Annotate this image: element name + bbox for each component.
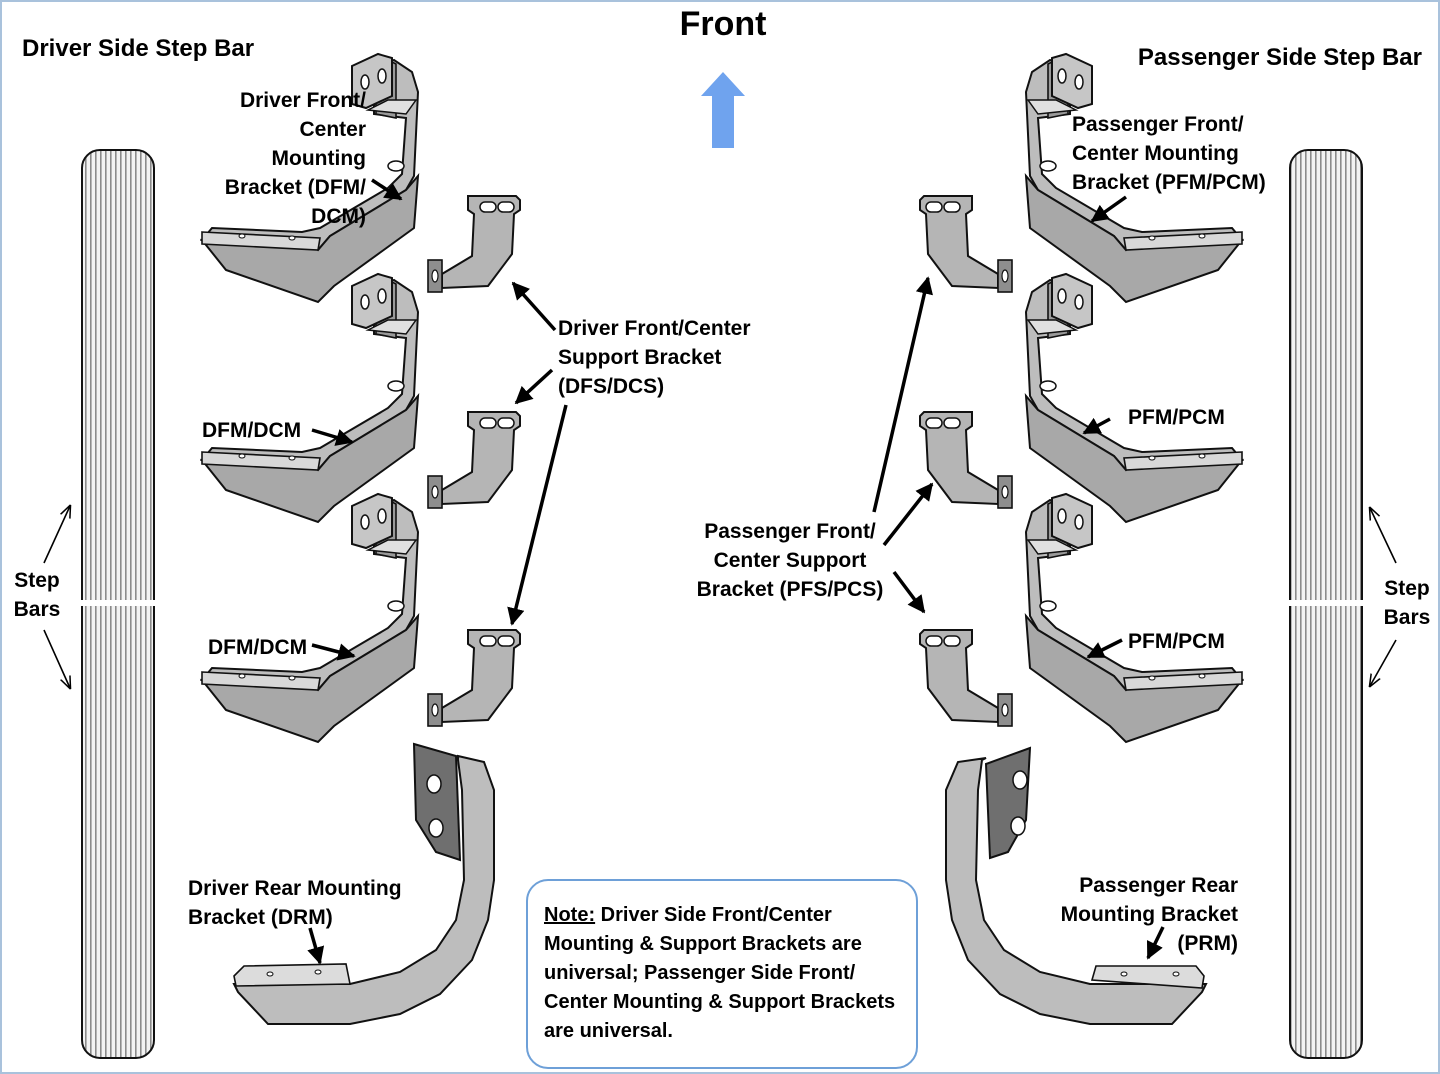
passenger-rear-mount-bracket	[945, 746, 1208, 1025]
note-text: Driver Side Front/Center Mounting & Supp…	[544, 904, 896, 1042]
driver-center-support-bracket-1	[427, 411, 521, 509]
pfm-pcm-label-3: PFM/PCM	[1128, 630, 1225, 653]
driver-center-support-bracket-2	[427, 629, 521, 727]
driver-center-mount-bracket-2	[201, 493, 419, 743]
driver-rear-mount-bracket	[232, 742, 495, 1025]
note-box: Note: Driver Side Front/Center Mounting …	[526, 879, 918, 1069]
dfm-dcm-label-3: DFM/DCM	[208, 636, 308, 659]
driver-support-label: Driver Front/Center Support Bracket (DFS…	[558, 317, 751, 398]
step-bars-label-left: Step Bars	[13, 569, 61, 621]
passenger-support-label: Passenger Front/ Center Support Bracket …	[696, 520, 884, 601]
passenger-step-bar	[1284, 149, 1368, 1059]
driver-rear-label: Driver Rear Mounting Bracket (DRM)	[188, 877, 402, 929]
note-prefix: Note:	[544, 904, 596, 926]
step-bars-label-right: Step Bars	[1383, 577, 1431, 629]
passenger-side-title: Passenger Side Step Bar	[1137, 44, 1422, 71]
driver-front-mount-label: Driver Front/ Center Mounting Bracket (D…	[224, 89, 366, 228]
passenger-center-mount-bracket-1	[1025, 273, 1243, 523]
passenger-center-support-bracket-1	[919, 411, 1013, 509]
passenger-front-mount-label: Passenger Front/ Center Mounting Bracket…	[1072, 113, 1266, 194]
driver-front-support-bracket	[427, 195, 521, 293]
driver-center-mount-bracket-1	[201, 273, 419, 523]
passenger-front-support-bracket	[919, 195, 1013, 293]
front-arrow-icon	[701, 72, 745, 148]
dfm-dcm-label-2: DFM/DCM	[202, 419, 302, 442]
driver-step-bar	[76, 149, 160, 1059]
front-label: Front	[679, 5, 767, 43]
passenger-rear-label: Passenger Rear Mounting Bracket (PRM)	[1060, 874, 1238, 955]
driver-side-title: Driver Side Step Bar	[22, 35, 255, 62]
passenger-center-support-bracket-2	[919, 629, 1013, 727]
callout-arrows	[307, 178, 1165, 965]
step-bar-pointers	[43, 506, 1397, 688]
passenger-center-mount-bracket-2	[1025, 493, 1243, 743]
pfm-pcm-label-2: PFM/PCM	[1128, 406, 1225, 429]
